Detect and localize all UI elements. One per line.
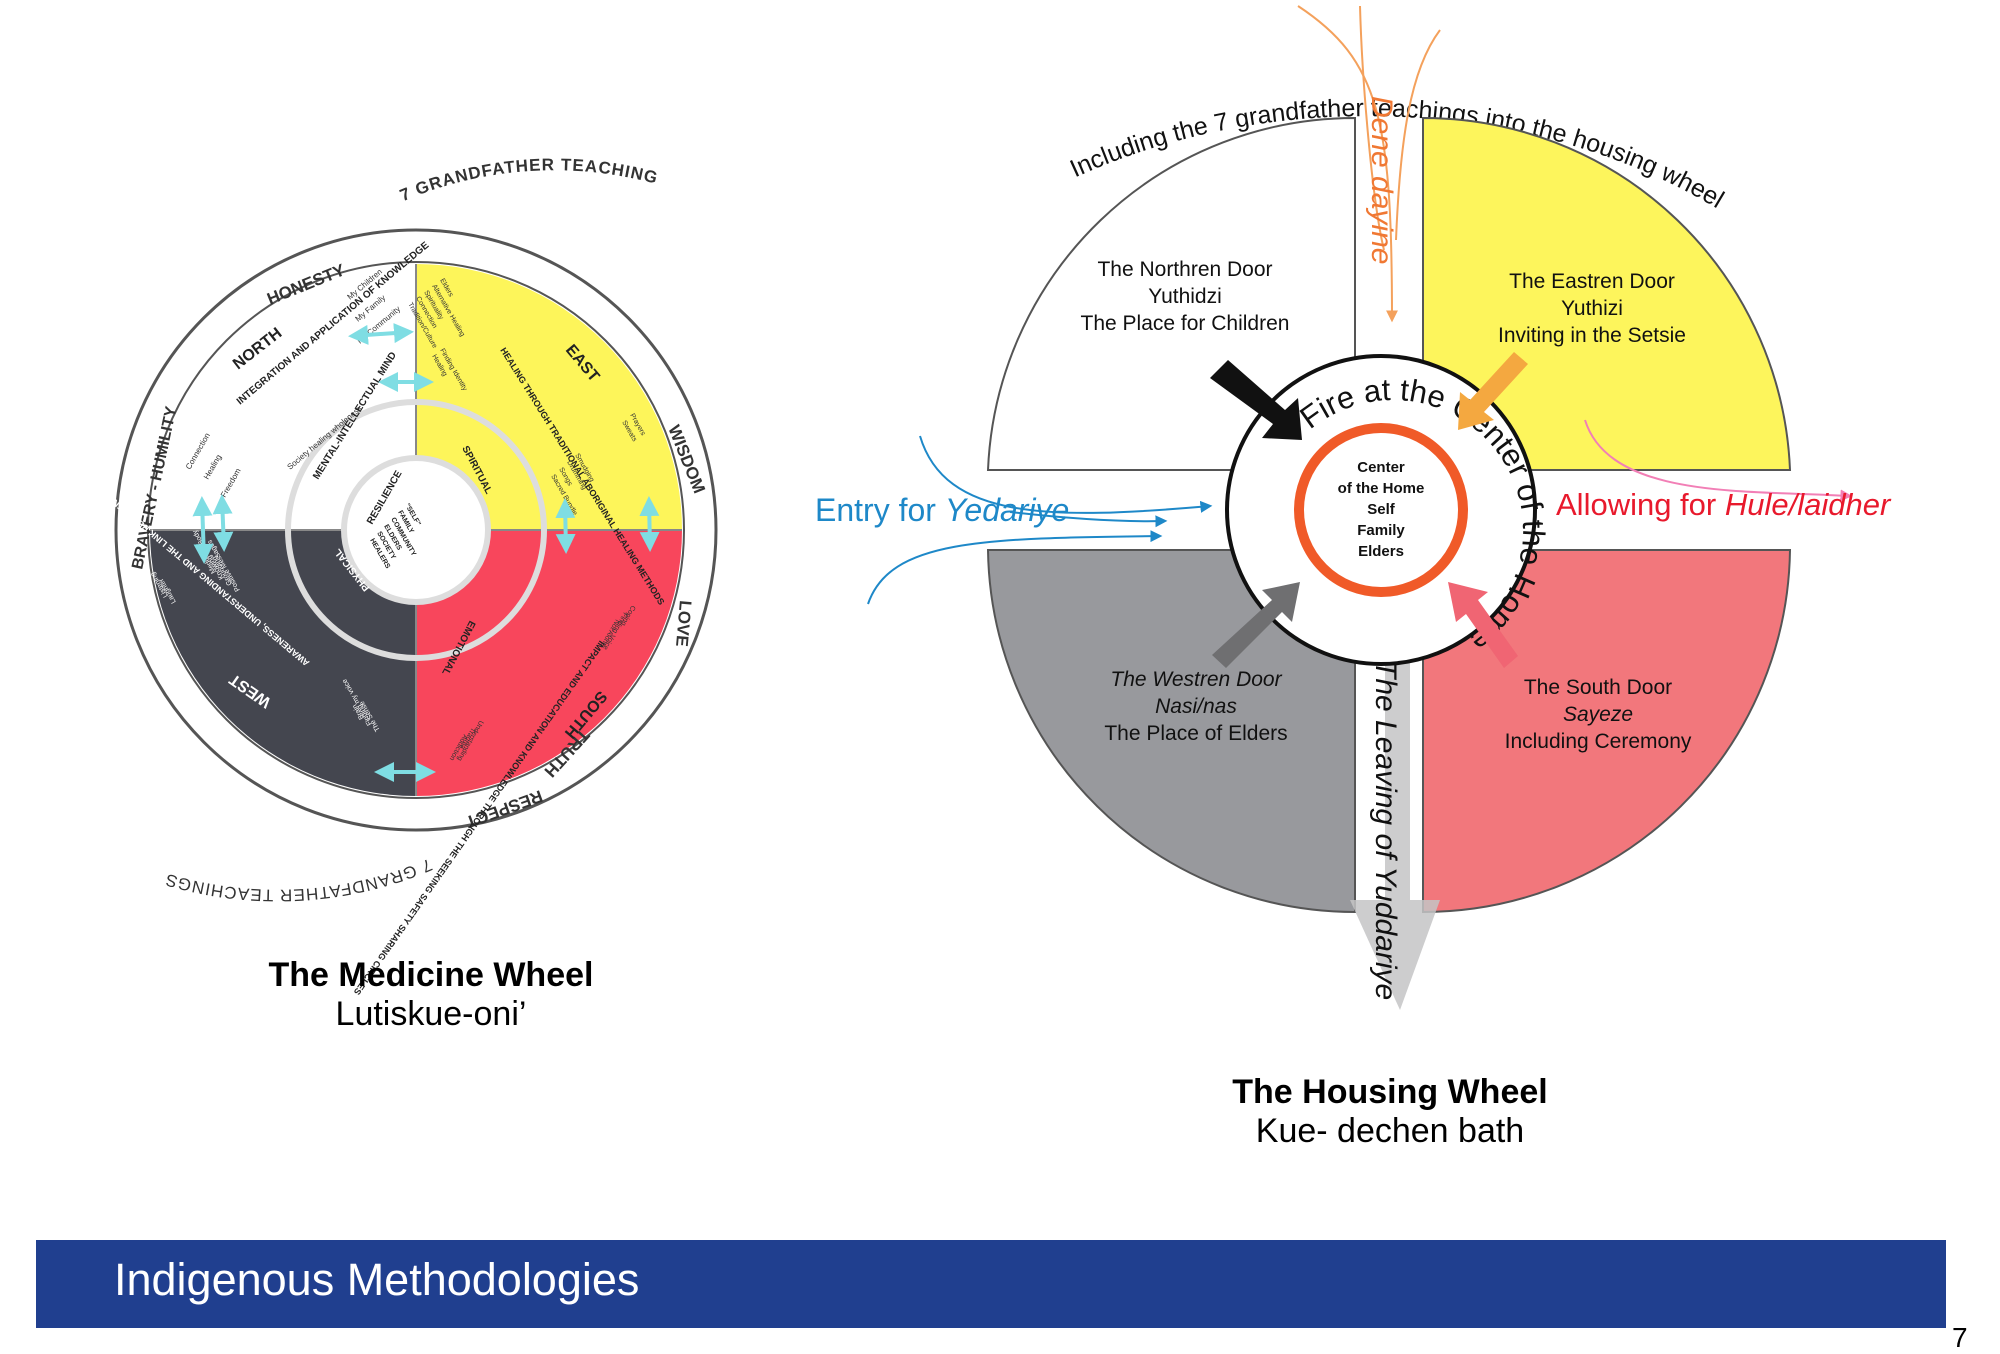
east-quadrant (416, 264, 682, 530)
south-door-quadrant (1422, 549, 1792, 914)
western-door-title: The Westren Door (1110, 668, 1282, 691)
allowing-label: Allowing for Hule/laidher (1556, 487, 1892, 522)
northern-door-purpose: The Place for Children (1081, 312, 1290, 335)
eastern-door-quadrant (1422, 116, 1792, 471)
entry-arrow-icon (919, 435, 1213, 514)
footer-bar (36, 1240, 1946, 1328)
medicine-wheel: 7 GRANDFATHER TEACHINGS 7 GRANDFATHER TE… (0, 0, 718, 997)
housing-wheel: Including the 7 grandfather teachings in… (815, 5, 1892, 1010)
footer-title: Indigenous Methodologies (114, 1254, 640, 1305)
western-door-name: Nasi/nas (1155, 695, 1237, 718)
allowing-arrow-icon (1584, 419, 1853, 502)
south-door-purpose: Including Ceremony (1505, 730, 1692, 753)
center-line: Self (1367, 501, 1396, 518)
eastern-door-title: The Eastren Door (1509, 270, 1675, 293)
eastern-door-text: The Eastren Door Yuthizi Inviting in the… (1498, 270, 1686, 347)
entry-flow-lines (867, 435, 1213, 605)
northern-door-title: The Northren Door (1097, 258, 1272, 281)
pink-arrow-icon (1448, 582, 1518, 668)
dene-dayine-label: Dene dayine (1365, 96, 1398, 264)
leaving-arrow-icon (1350, 600, 1440, 1010)
outer-top-label: 7 GRANDFATHER TEACHINGS (0, 0, 660, 205)
teaching-love: LOVE (672, 600, 695, 648)
eastern-door-name: Yuthizi (1561, 297, 1623, 320)
center-of-home-text: Center of the Home Self Family Elders (1338, 459, 1425, 560)
dene-arrow-icon (1359, 5, 1385, 251)
leaving-label: The Leaving of Yuddariye (1369, 660, 1402, 1000)
cyan-double-arrow-icon (348, 323, 414, 345)
center-line: Family (1357, 522, 1405, 539)
cyan-double-arrow-icon (212, 494, 234, 552)
west-quadrant (150, 530, 416, 796)
center-circle (341, 455, 491, 605)
northern-door-text: The Northren Door Yuthidzi The Place for… (1081, 258, 1290, 335)
cyan-double-arrow-icon (639, 496, 660, 552)
western-door-text: The Westren Door Nasi/nas The Place of E… (1104, 668, 1287, 745)
medicine-wheel-caption: The Medicine Wheel Lutiskue-oni’ (196, 956, 666, 1034)
entry-label: Entry for Yedariye (815, 492, 1069, 528)
cyan-double-arrow-icon (555, 498, 576, 554)
outer-bottom-label: 7 GRANDFATHER TEACHINGS (163, 855, 435, 905)
northern-door-name: Yuthidzi (1148, 285, 1222, 308)
gray-arrow-icon (1212, 582, 1300, 668)
gold-arrow-icon (1458, 352, 1528, 430)
center-line: Center (1357, 459, 1405, 476)
housing-wheel-title: The Housing Wheel (1232, 1073, 1548, 1111)
dene-arrow-icon (1297, 5, 1398, 323)
south-door-title: The South Door (1524, 676, 1672, 699)
medicine-wheel-title: The Medicine Wheel (268, 956, 594, 994)
fire-ring (1294, 423, 1468, 597)
medicine-wheel-subtitle: Lutiskue-oni’ (335, 995, 527, 1033)
dene-arrow-icon (1395, 29, 1441, 241)
page-number: 7 (1952, 1322, 1968, 1353)
housing-wheel-subtitle: Kue- dechen bath (1255, 1112, 1525, 1150)
entry-arrow-icon (867, 530, 1163, 605)
south-door-name: Sayeze (1563, 703, 1633, 726)
black-arrow-icon (1210, 360, 1302, 440)
south-quadrant (416, 530, 682, 796)
western-door-quadrant (986, 549, 1356, 914)
cyan-connector-arrows (192, 323, 660, 782)
middle-ring (285, 399, 547, 661)
south-door-text: The South Door Sayeze Including Ceremony (1505, 676, 1692, 753)
entry-arrow-icon (1009, 511, 1168, 528)
center-line: Elders (1358, 543, 1404, 560)
eastern-door-purpose: Inviting in the Setsie (1498, 324, 1686, 347)
northern-door-quadrant (986, 116, 1356, 471)
center-line: of the Home (1338, 480, 1425, 497)
dene-flow-lines (1297, 5, 1441, 323)
housing-wheel-caption: The Housing Wheel Kue- dechen bath (1155, 1073, 1625, 1151)
cyan-double-arrow-icon (192, 496, 214, 564)
western-door-purpose: The Place of Elders (1104, 722, 1287, 745)
